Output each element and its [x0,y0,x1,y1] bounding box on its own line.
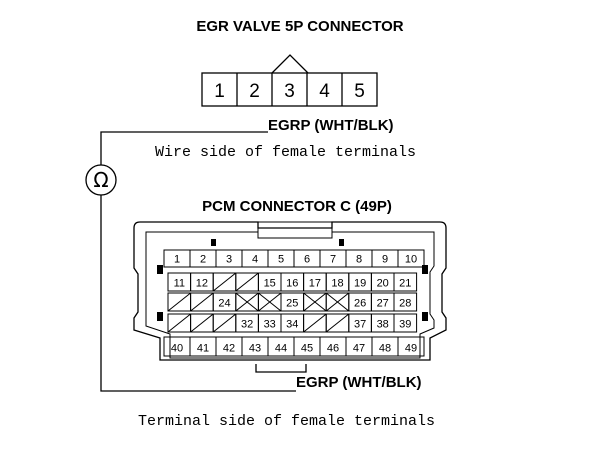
pcm-pin-10: 10 [405,254,417,266]
pcm-vacant-hatch [258,292,282,312]
pcm-vacant-hatch [167,292,191,312]
egr-connector-body [201,72,378,107]
pcm-pin-11: 11 [174,278,185,290]
pcm-pin-24: 24 [218,298,230,310]
pcm-guide-bump-right [339,239,344,246]
pcm-pin-cell [393,313,418,333]
pcm-latch-mark-left-top [157,265,163,274]
pcm-pin-48: 48 [379,343,391,355]
pcm-guide-bump-left [211,239,216,246]
egr-view-label: Wire side of female terminals [155,144,416,161]
pcm-pin-43: 43 [249,343,261,355]
pcm-pin-cell [393,272,418,292]
pcm-pin-17: 17 [309,278,321,290]
pcm-pin-19: 19 [354,278,366,290]
pcm-pin-3: 3 [226,254,232,266]
pcm-pin-40: 40 [171,343,183,355]
pcm-pin-cell [397,336,425,357]
pcm-housing-inner [145,231,435,359]
pcm-pin-46: 46 [327,343,339,355]
pcm-pin-41: 41 [197,343,209,355]
ohmmeter: Ω [85,164,117,196]
pcm-pin-16: 16 [286,278,298,290]
pcm-pin-45: 45 [301,343,313,355]
pcm-vacant-hatch [303,292,327,312]
egr-pin-5: 5 [354,81,365,102]
pcm-pin-20: 20 [377,278,389,290]
pcm-pin-12: 12 [196,278,208,290]
pcm-pin-2: 2 [200,254,206,266]
pcm-pin-4: 4 [252,254,258,266]
pcm-pin-21: 21 [399,278,411,290]
pcm-pin-18: 18 [331,278,343,290]
pcm-vacant-hatch [235,272,259,292]
pcm-vacant-hatch [212,313,237,333]
pcm-pin-9: 9 [382,254,388,266]
pcm-latch-mark-right-bottom [422,312,428,321]
pcm-pin-27: 27 [377,298,389,310]
pcm-vacant-hatch [190,292,214,312]
pcm-key-tab [257,221,333,239]
pcm-pin-39: 39 [399,319,411,331]
pcm-housing-outer [133,221,447,361]
pcm-vacant-hatch [190,313,214,333]
pcm-vacant-hatch [325,292,350,312]
pcm-pin-26: 26 [354,298,366,310]
pcm-terminal-bracket [255,364,307,373]
pcm-pin-15: 15 [264,278,276,290]
pcm-pin-1: 1 [174,254,180,266]
pcm-connector-title: PCM CONNECTOR C (49P) [202,198,392,215]
pcm-pin-47: 47 [353,343,365,355]
pcm-vacant-hatch [212,272,237,292]
pcm-vacant-hatch [303,313,327,333]
pcm-pin-44: 44 [275,343,287,355]
egr-connector: 1 2 3 4 5 [201,54,378,107]
pcm-vacant-hatch [325,313,350,333]
pcm-pin-49: 49 [405,343,417,355]
pcm-vacant-hatch [235,292,259,312]
pcm-latch-mark-left-bottom [157,312,163,321]
pcm-view-label: Terminal side of female terminals [138,413,435,430]
egr-connector-lock-tab [271,54,309,74]
egr-pin-4: 4 [319,81,330,102]
pcm-pin-25: 25 [286,298,298,310]
pcm-pin-34: 34 [286,319,298,331]
pcm-pin-cell [393,292,418,312]
pcm-pin-42: 42 [223,343,235,355]
test-lead-to-egr [100,131,268,165]
egr-pin-3: 3 [284,81,295,102]
pcm-pin-32: 32 [241,319,253,331]
pcm-pin-33: 33 [264,319,276,331]
pcm-pin-28: 28 [399,298,411,310]
pcm-latch-mark-right-top [422,265,428,274]
pcm-pin-37: 37 [354,319,366,331]
ohm-icon: Ω [93,168,108,192]
pcm-wire-label: EGRP (WHT/BLK) [296,374,422,391]
egr-pin-cells: 1 2 3 4 5 [214,73,365,106]
pcm-pin-38: 38 [377,319,389,331]
pcm-pin-cell [397,249,425,268]
pcm-pin-6: 6 [304,254,310,266]
egr-pin-2: 2 [249,81,260,102]
pcm-pin-8: 8 [356,254,362,266]
pcm-pin-7: 7 [330,254,336,266]
test-lead-to-pcm [100,195,296,392]
pcm-vacant-hatch [167,313,191,333]
egr-pin-1: 1 [214,81,225,102]
egr-wire-label: EGRP (WHT/BLK) [268,117,394,134]
egr-connector-title: EGR VALVE 5P CONNECTOR [196,18,403,35]
pcm-pin-5: 5 [278,254,284,266]
